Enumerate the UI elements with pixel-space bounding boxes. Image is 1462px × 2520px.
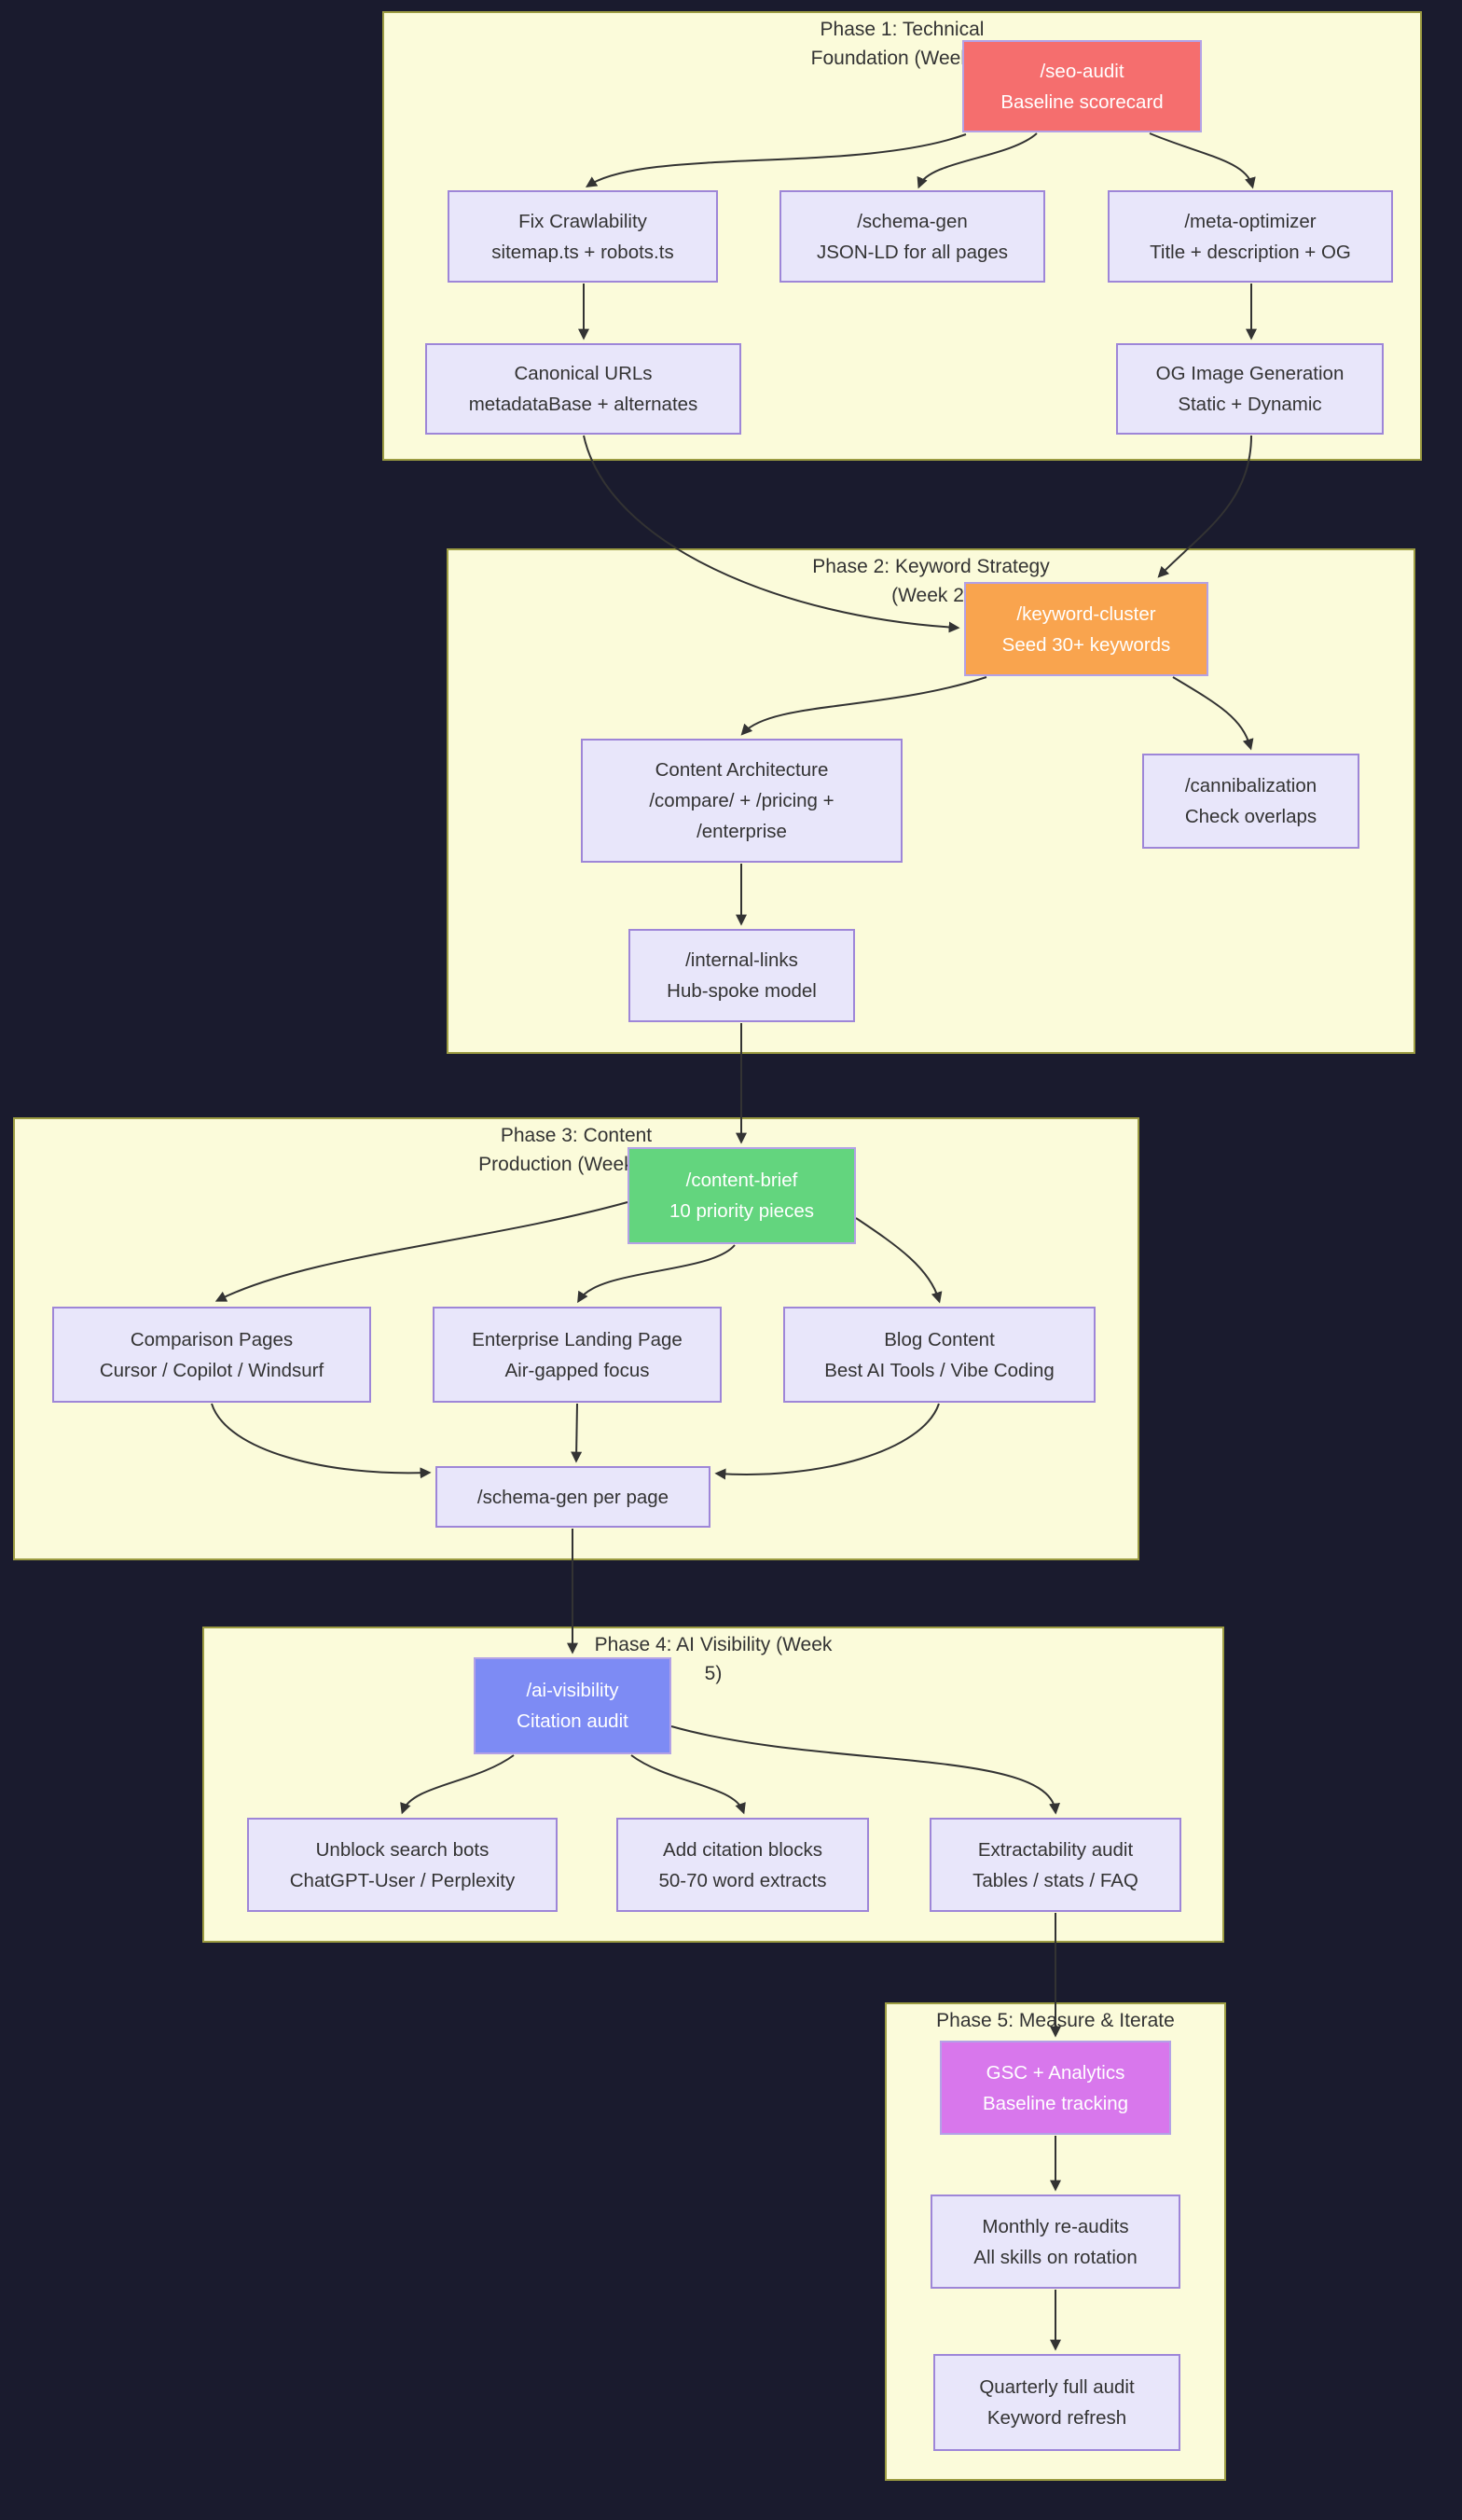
node-meta-optimizer-label-line: Title + description + OG [1150,241,1351,263]
node-keyword-cluster-label-line: Seed 30+ keywords [1001,633,1171,656]
node-add-citation-blocks-label-line: Add citation blocks [663,1838,822,1861]
node-cannibalization-label-line: Check overlaps [1184,806,1317,827]
node-canonical-urls-label-line: Canonical URLs [514,363,653,384]
edge-comparison-pages-to-schema-gen-per-page [211,1403,432,1479]
node-og-image-generation-label-line: Static + Dynamic [1178,394,1322,415]
node-comparison-pages-label-line: Cursor / Copilot / Windsurf [99,1359,324,1381]
node-quarterly-full-audit-label-line: Quarterly full audit [979,2376,1135,2398]
node-ai-visibility-label-line: Citation audit [517,1710,628,1732]
edge-content-brief-to-blog-content [855,1217,943,1304]
node-add-citation-blocks: Add citation blocks 50-70 word extracts [616,1818,869,1912]
node-canonical-urls-label-line: metadataBase + alternates [468,394,698,415]
edge-blog-content-to-schema-gen-per-page [714,1403,940,1480]
node-canonical-urls: Canonical URLs metadataBase + alternates [425,343,741,435]
node-schema-gen-label-line: JSON-LD for all pages [816,241,1009,263]
node-schema-gen-label-line: /schema-gen [857,210,968,232]
node-ai-visibility-label-line: /ai-visibility [526,1680,619,1701]
node-seo-audit-label-line: Baseline scorecard [1000,90,1164,113]
node-og-image-generation-label-line: OG Image Generation [1155,363,1345,384]
node-fix-crawlability: Fix Crawlability sitemap.ts + robots.ts [448,190,718,283]
edge-keyword-cluster-to-content-architecture [740,676,987,736]
node-seo-audit-label-line: /seo-audit [1040,60,1124,82]
node-schema-gen-per-page-label-line: /schema-gen per page [476,1486,669,1508]
node-add-citation-blocks-label-line: 50-70 word extracts [658,1869,827,1891]
node-cannibalization-label-line: /cannibalization [1184,775,1317,796]
node-content-architecture-label-line: /enterprise [697,821,787,842]
node-content-brief: /content-brief 10 priority pieces [628,1147,856,1244]
edge-og-image-generation-to-keyword-cluster [1157,435,1252,578]
edge-ai-visibility-to-extractability-audit [670,1725,1060,1815]
node-content-architecture-label-line: Content Architecture [655,759,829,781]
edge-keyword-cluster-to-cannibalization [1172,676,1254,751]
node-content-brief-label-line: /content-brief [685,1170,798,1191]
node-extractability-audit-label-line: Tables / stats / FAQ [972,1869,1138,1891]
node-enterprise-landing-page-label-line: Enterprise Landing Page [472,1328,683,1350]
node-monthly-reaudits-label-line: Monthly re-audits [982,2215,1129,2237]
node-meta-optimizer-label-line: /meta-optimizer [1184,210,1317,232]
node-blog-content-label-line: Blog Content [884,1328,995,1350]
node-content-architecture: Content Architecture/compare/ + /pricing… [581,739,903,863]
node-unblock-search-bots-label-line: Unblock search bots [315,1838,490,1861]
edge-seo-audit-to-meta-optimizer [1149,132,1256,189]
node-fix-crawlability-label-line: sitemap.ts + robots.ts [491,241,674,263]
edge-ai-visibility-to-add-citation-blocks [630,1754,746,1815]
edge-ai-visibility-to-unblock-search-bots [400,1754,515,1815]
node-quarterly-full-audit-label-line: Keyword refresh [986,2407,1127,2429]
node-extractability-audit-label-line: Extractability audit [977,1838,1134,1861]
edge-canonical-urls-to-keyword-cluster [583,435,960,633]
node-gsc-analytics-label-line: GSC + Analytics [986,2061,1125,2084]
node-content-brief-label-line: 10 priority pieces [669,1200,814,1222]
node-keyword-cluster-label-line: /keyword-cluster [1016,602,1156,625]
node-schema-gen-per-page: /schema-gen per page [435,1466,710,1528]
edge-enterprise-landing-page-to-schema-gen-per-page [571,1403,583,1463]
node-gsc-analytics-label-line: Baseline tracking [982,2092,1129,2114]
node-internal-links-label-line: /internal-links [685,949,798,971]
node-blog-content-label-line: Best AI Tools / Vibe Coding [824,1359,1055,1381]
node-comparison-pages-label-line: Comparison Pages [130,1328,294,1350]
node-content-architecture-label-line: /compare/ + /pricing + [649,790,834,811]
edge-content-brief-to-comparison-pages [214,1201,628,1302]
node-enterprise-landing-page-label-line: Air-gapped focus [504,1359,650,1381]
node-unblock-search-bots-label-line: ChatGPT-User / Perplexity [289,1869,516,1891]
node-internal-links-label-line: Hub-spoke model [667,980,817,1002]
edge-seo-audit-to-schema-gen [917,132,1038,189]
node-fix-crawlability-label-line: Fix Crawlability [518,210,647,232]
node-monthly-reaudits-label-line: All skills on rotation [973,2246,1138,2268]
edge-seo-audit-to-fix-crawlability [585,133,967,187]
edge-content-brief-to-enterprise-landing-page [577,1244,736,1304]
